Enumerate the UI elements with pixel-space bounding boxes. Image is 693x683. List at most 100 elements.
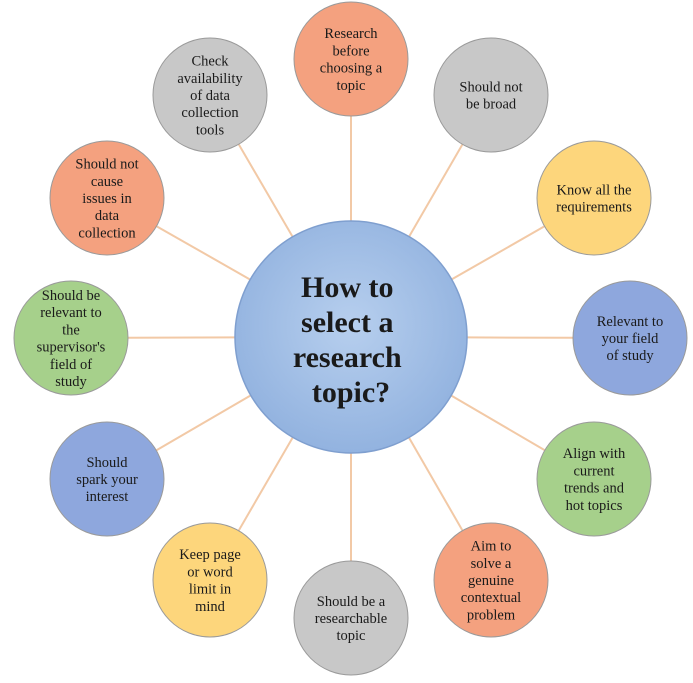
topic-node-label-line: limit in [189, 582, 232, 598]
topic-node-label-line: mind [195, 599, 226, 615]
topic-node-label-line: Should not [459, 79, 522, 95]
topic-node-label-line: be broad [466, 97, 517, 113]
topic-node-label-line: Aim to [471, 539, 512, 555]
topic-node-circle [293, 560, 409, 676]
connector-line [450, 394, 546, 452]
topic-node-label-line: Know all the [557, 182, 632, 198]
topic-node-label-line: issues in [82, 191, 132, 207]
topic-node-label-line: hot topics [566, 498, 623, 514]
topic-node-label-line: topic [337, 78, 366, 94]
topic-node-label-line: collection [181, 105, 239, 121]
topic-node-label-line: contextual [461, 590, 521, 606]
center-circle [234, 220, 468, 454]
connector-line [451, 225, 546, 281]
topic-node-label-line: genuine [468, 573, 514, 589]
connector-line [155, 394, 252, 452]
topic-node-label-line: Research [324, 26, 378, 42]
topic-node-circle [13, 280, 129, 396]
topic-node-label-line: data [95, 208, 120, 224]
topic-node-circle [572, 280, 688, 396]
topic-node-circle [49, 140, 165, 256]
topic-node: Know all the requirements [536, 140, 652, 256]
topic-node-label-line: cause [91, 174, 123, 190]
topic-node-label-line: Should be a [317, 594, 386, 610]
connector-line [408, 437, 464, 532]
topic-node-label-line: field of [50, 357, 92, 373]
topic-node-label: Should not be broad [459, 79, 522, 112]
center-title: How to select a research topic? [293, 271, 409, 409]
topic-node-circle [293, 1, 409, 117]
center-title-line: topic? [312, 376, 390, 409]
topic-node-label-line: Check [191, 54, 229, 70]
topic-node-label-line: Keep page [179, 547, 241, 563]
topic-node-label: Know all the requirements [556, 182, 632, 215]
topic-node-label-line: the [62, 322, 80, 338]
topic-node-label-line: tools [196, 122, 225, 138]
connector-line [156, 225, 251, 281]
topic-node-label-line: of study [606, 348, 654, 364]
topic-node-label-line: Should [86, 455, 128, 471]
topic-node-label-line: supervisor's [37, 340, 106, 356]
topic-node-circle [433, 37, 549, 153]
topic-node-circle [152, 37, 268, 153]
connector-line [408, 143, 464, 238]
topic-node-label-line: requirements [556, 200, 632, 216]
center-title-line: research [293, 341, 402, 374]
topic-node-label-line: or word [187, 564, 233, 580]
topic-node-label-line: study [55, 374, 87, 390]
topic-node-label-line: before [332, 43, 369, 59]
topic-node-label-line: choosing a [320, 61, 383, 77]
topic-node-label-line: current [573, 463, 614, 479]
topic-node-label-line: of data [190, 88, 230, 104]
topic-node-label-line: Should not [75, 157, 138, 173]
topic-node-label-line: Should be [42, 288, 100, 304]
topic-node-circle [536, 140, 652, 256]
topic-node: Should not be broad [433, 37, 549, 153]
topic-node-circle [152, 522, 268, 638]
topic-node-circle [49, 421, 165, 537]
topic-node-label-line: researchable [315, 611, 387, 627]
center-node: How to select a research topic? [234, 220, 468, 454]
topic-node-label-line: interest [86, 489, 129, 505]
topic-node-label-line: trends and [564, 481, 625, 497]
topic-node-label-line: collection [78, 225, 136, 241]
topic-node-circle [433, 522, 549, 638]
topic-node-label-line: solve a [471, 556, 512, 572]
topic-node-label-line: Relevant to [597, 314, 663, 330]
topic-node-label-line: Align with [563, 446, 626, 462]
center-title-line: select a [301, 306, 393, 339]
topic-node-label-line: your field [602, 331, 660, 347]
topic-node-label-line: topic [337, 628, 366, 644]
topic-node-label-line: problem [467, 607, 516, 623]
topic-node-label-line: relevant to [40, 305, 102, 321]
topic-node-label-line: availability [177, 71, 243, 87]
connector-lines [127, 116, 574, 561]
topic-node-circle [536, 421, 652, 537]
connector-line [237, 436, 294, 532]
topic-node-label-line: spark your [76, 472, 138, 488]
connector-line [237, 143, 294, 238]
center-title-line: How to [301, 271, 394, 304]
